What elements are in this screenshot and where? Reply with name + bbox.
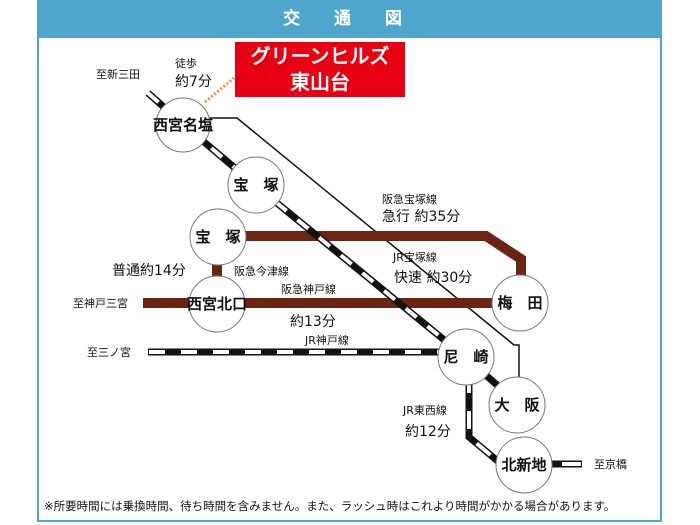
hankyu-kobe-time: 約13分 [290,314,336,330]
page-title: 交 通 図 [37,0,662,38]
station-osaka[interactable]: 大 阪 [488,376,546,434]
station-label: 梅 田 [497,294,542,312]
map-frame [37,0,662,522]
jr-kobe-name: JR神戸線 [304,333,349,347]
direction-sannomiya: 至三ノ宮 [87,345,131,359]
hankyu-kobe-name: 阪急神戸線 [281,282,336,296]
jr-tozai-time: 約12分 [405,424,451,440]
footnote: ※所要時間には乗換時間、待ち時間を含みません。また、ラッシュ時はこれより時間がか… [44,499,616,513]
property-name-line1: グリーンヒルズ [251,44,390,68]
direction-shin-sanda: 至新三田 [96,67,140,81]
station-label: 西宮名塩 [153,116,213,134]
station-label: 大 阪 [494,396,540,414]
hankyu-takarazuka-time: 急行 約35分 [382,209,460,225]
station-takarazuka-hankyu[interactable]: 宝 塚 [189,208,247,266]
hankyu-takarazuka-line [240,231,526,280]
property-box [235,42,405,97]
station-nishinomiya-najio[interactable]: 西宮名塩 [153,97,213,153]
station-kitashinchi[interactable]: 北新地 [495,436,553,494]
station-takarazuka-jr[interactable]: 宝 塚 [227,156,285,214]
hankyu-imazu-name: 阪急今津線 [234,264,289,278]
station-label: 宝 塚 [233,176,278,194]
station-label: 西宮北口 [187,295,247,313]
walk-label: 徒歩 [175,56,197,70]
station-nishinomiya-kitaguchi[interactable]: 西宮北口 [187,275,247,333]
jr-takarazuka-time: 快速 約30分 [394,270,472,286]
station-umeda[interactable]: 梅 田 [491,274,549,332]
hankyu-imazu-time: 普通約14分 [112,263,186,279]
direction-kobe-sannomiya: 至神戸三宮 [73,296,128,310]
station-label: 北新地 [501,456,546,474]
station-label: 尼 崎 [443,348,488,366]
jr-rapid-line [205,117,520,380]
jr-takarazuka-name: JR宝塚線 [392,250,437,264]
jr-tozai-name: JR東西線 [402,403,447,417]
station-amagasaki[interactable]: 尼 崎 [437,328,495,386]
walk-time: 約7分 [175,74,212,90]
direction-kyobashi: 至京橋 [594,457,627,471]
hankyu-takarazuka-name: 阪急宝塚線 [382,192,437,206]
property-name-line2: 東山台 [290,70,350,94]
station-label: 宝 塚 [195,228,240,246]
